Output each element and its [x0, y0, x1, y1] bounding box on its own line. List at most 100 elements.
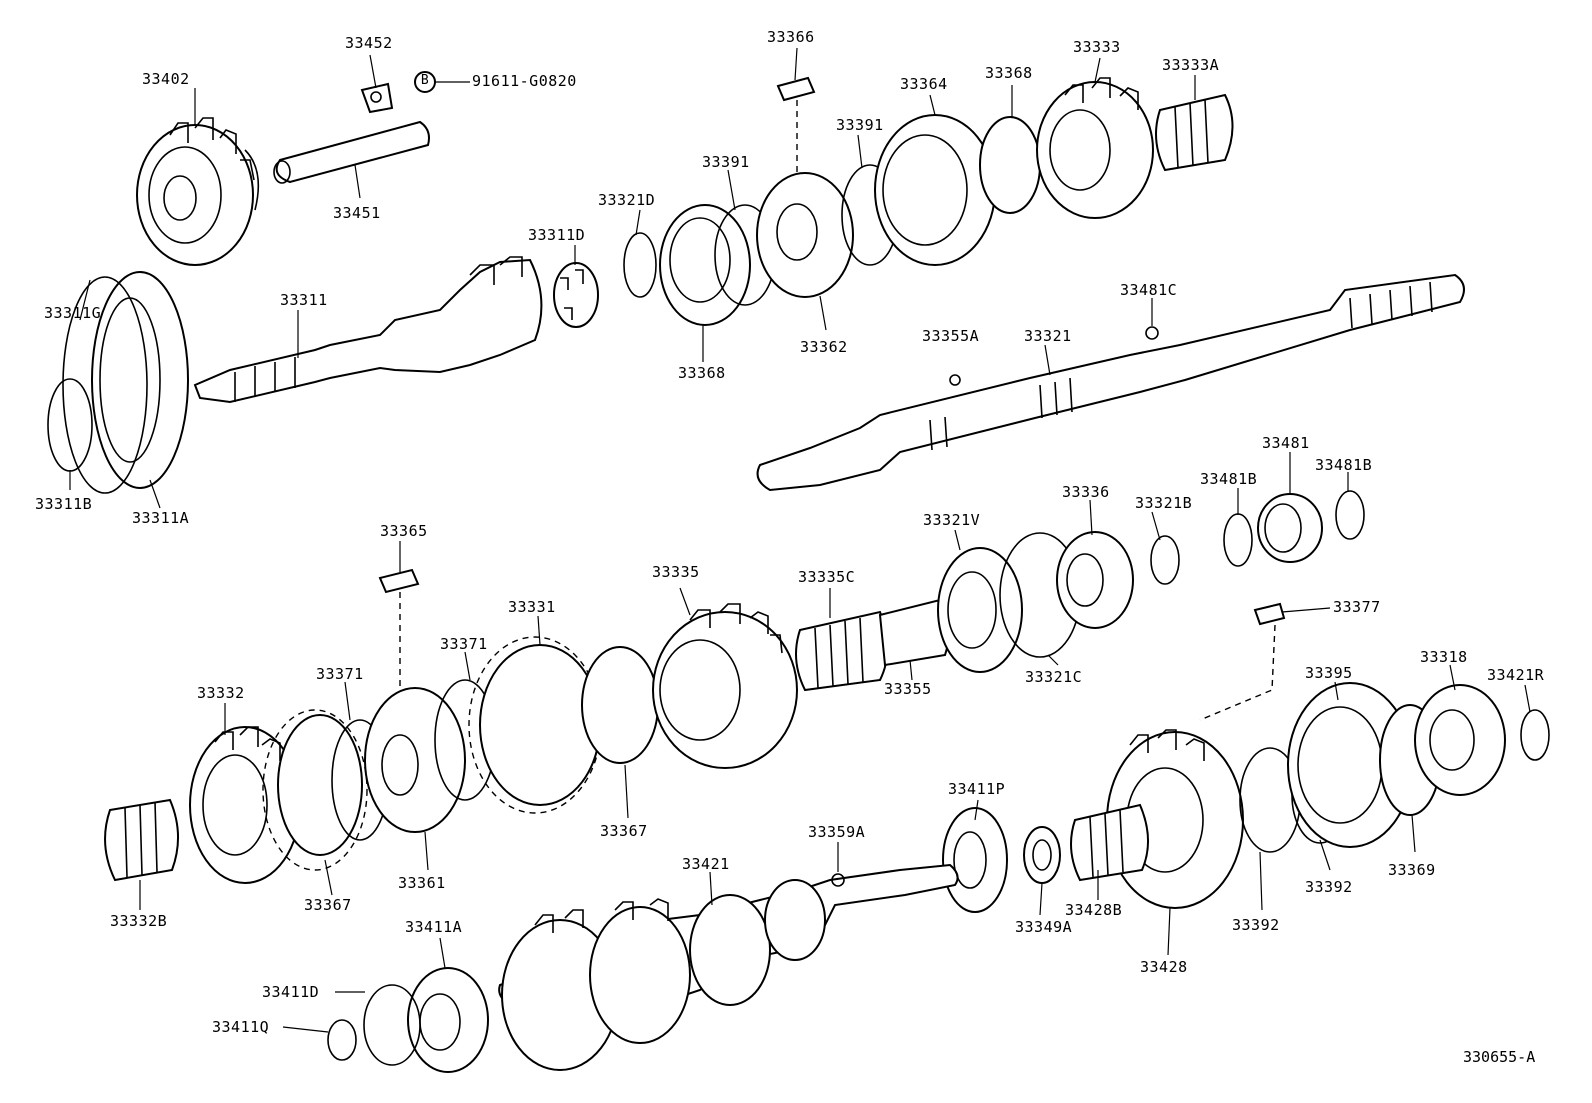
- gear-33333: [1036, 77, 1154, 219]
- gear-33402: [136, 117, 260, 266]
- label-33428b: 33428B: [1065, 901, 1123, 919]
- snap-ring-33481B-right: [1335, 490, 1365, 540]
- label-33391-left: 33391: [702, 153, 750, 171]
- label-33311: 33311: [280, 291, 328, 309]
- label-33369: 33369: [1388, 861, 1436, 879]
- ball-33359A: [831, 873, 845, 887]
- shaft-33451: [273, 120, 430, 184]
- label-33355: 33355: [884, 680, 932, 698]
- snap-ring-33321B: [1150, 535, 1180, 585]
- badge-b: B: [420, 73, 430, 88]
- label-33481b-right: 33481B: [1315, 456, 1373, 474]
- synchro-ring-33367-left: [262, 709, 368, 871]
- washer-33349A: [1023, 826, 1061, 884]
- label-33481b-left: 33481B: [1200, 470, 1258, 488]
- fork-shoe-33365: [378, 568, 420, 690]
- label-33371-left: 33371: [316, 665, 364, 683]
- label-33391-right: 33391: [836, 116, 884, 134]
- gear-33335: [652, 603, 798, 769]
- fork-shoe-33366: [776, 76, 816, 175]
- plate-33452: [360, 82, 394, 114]
- label-33361: 33361: [398, 874, 446, 892]
- label-33355a: 33355A: [922, 327, 980, 345]
- label-33321b: 33321B: [1135, 494, 1193, 512]
- label-33336: 33336: [1062, 483, 1110, 501]
- snap-ring-33421R: [1520, 709, 1550, 761]
- synchro-ring-33368-upper: [659, 204, 751, 326]
- label-33311d: 33311D: [528, 226, 586, 244]
- bearing-33311D: [553, 262, 599, 328]
- label-33411p: 33411P: [948, 780, 1006, 798]
- label-33335: 33335: [652, 563, 700, 581]
- label-33311g: 33311G: [44, 304, 102, 322]
- label-33421: 33421: [682, 855, 730, 873]
- output-shaft-33321: [756, 273, 1465, 492]
- bearing-33411A: [407, 967, 489, 1073]
- fork-shoe-33377: [1199, 602, 1286, 721]
- snap-ring-33311B: [47, 378, 93, 472]
- label-33321: 33321: [1024, 327, 1072, 345]
- label-33318: 33318: [1420, 648, 1468, 666]
- label-33367-right: 33367: [600, 822, 648, 840]
- ball-33481C: [1145, 326, 1159, 340]
- bearing-33411P: [942, 807, 1008, 913]
- label-33481c: 33481C: [1120, 281, 1178, 299]
- label-33421r: 33421R: [1487, 666, 1545, 684]
- label-33331: 33331: [508, 598, 556, 616]
- snap-ring-33411D: [363, 984, 421, 1066]
- label-33481: 33481: [1262, 434, 1310, 452]
- input-shaft-33311: [193, 256, 543, 404]
- label-33332: 33332: [197, 684, 245, 702]
- label-33364: 33364: [900, 75, 948, 93]
- label-33335c: 33335C: [798, 568, 856, 586]
- label-33428: 33428: [1140, 958, 1188, 976]
- label-33321c: 33321C: [1025, 668, 1083, 686]
- label-33367-left: 33367: [304, 896, 352, 914]
- sleeve-33331: [468, 636, 602, 814]
- gear-33336: [1056, 531, 1134, 629]
- gear-33318: [1414, 684, 1506, 796]
- label-33349a: 33349A: [1015, 918, 1073, 936]
- ball-33355A: [949, 374, 961, 386]
- sleeve-33364: [874, 114, 996, 266]
- label-33402: 33402: [142, 70, 190, 88]
- bearing-33428B: [1070, 803, 1150, 882]
- bearing-33321V: [937, 547, 1023, 673]
- label-33411d: 33411D: [262, 983, 320, 1001]
- label-33377: 33377: [1333, 598, 1381, 616]
- label-33368-top: 33368: [985, 64, 1033, 82]
- label-33333: 33333: [1073, 38, 1121, 56]
- label-33321d: 33321D: [598, 191, 656, 209]
- bolt-badge: [414, 71, 470, 93]
- diagram-reference-id: 330655-A: [1463, 1048, 1536, 1066]
- snap-ring-33481B-left: [1223, 513, 1253, 567]
- label-91611-g0820: 91611-G0820: [472, 72, 577, 90]
- label-33366: 33366: [767, 28, 815, 46]
- label-33365: 33365: [380, 522, 428, 540]
- label-33359a: 33359A: [808, 823, 866, 841]
- snap-ring-33321D: [623, 232, 657, 298]
- synchro-ring-33367-right: [581, 646, 659, 764]
- label-33362: 33362: [800, 338, 848, 356]
- label-33395: 33395: [1305, 664, 1353, 682]
- snap-ring-33411Q: [327, 1019, 357, 1061]
- label-33321v: 33321V: [923, 511, 981, 529]
- bearing-33335C: [795, 610, 889, 692]
- label-33411a: 33411A: [405, 918, 463, 936]
- label-33311b: 33311B: [35, 495, 93, 513]
- label-33368-mid: 33368: [678, 364, 726, 382]
- label-33333a: 33333A: [1162, 56, 1220, 74]
- hub-33361: [364, 687, 466, 833]
- label-33392-right: 33392: [1305, 878, 1353, 896]
- label-33392-left: 33392: [1232, 916, 1280, 934]
- label-33411q: 33411Q: [212, 1018, 270, 1036]
- synchro-ring-33368-right: [979, 116, 1041, 214]
- gear-33332: [189, 726, 301, 884]
- snap-ring-33311G: [62, 276, 148, 494]
- bearing-33311A: [91, 271, 189, 489]
- leader-lines: [69, 47, 1531, 1033]
- counter-shaft-33421: [498, 863, 959, 1071]
- bearing-33333A: [1155, 93, 1234, 172]
